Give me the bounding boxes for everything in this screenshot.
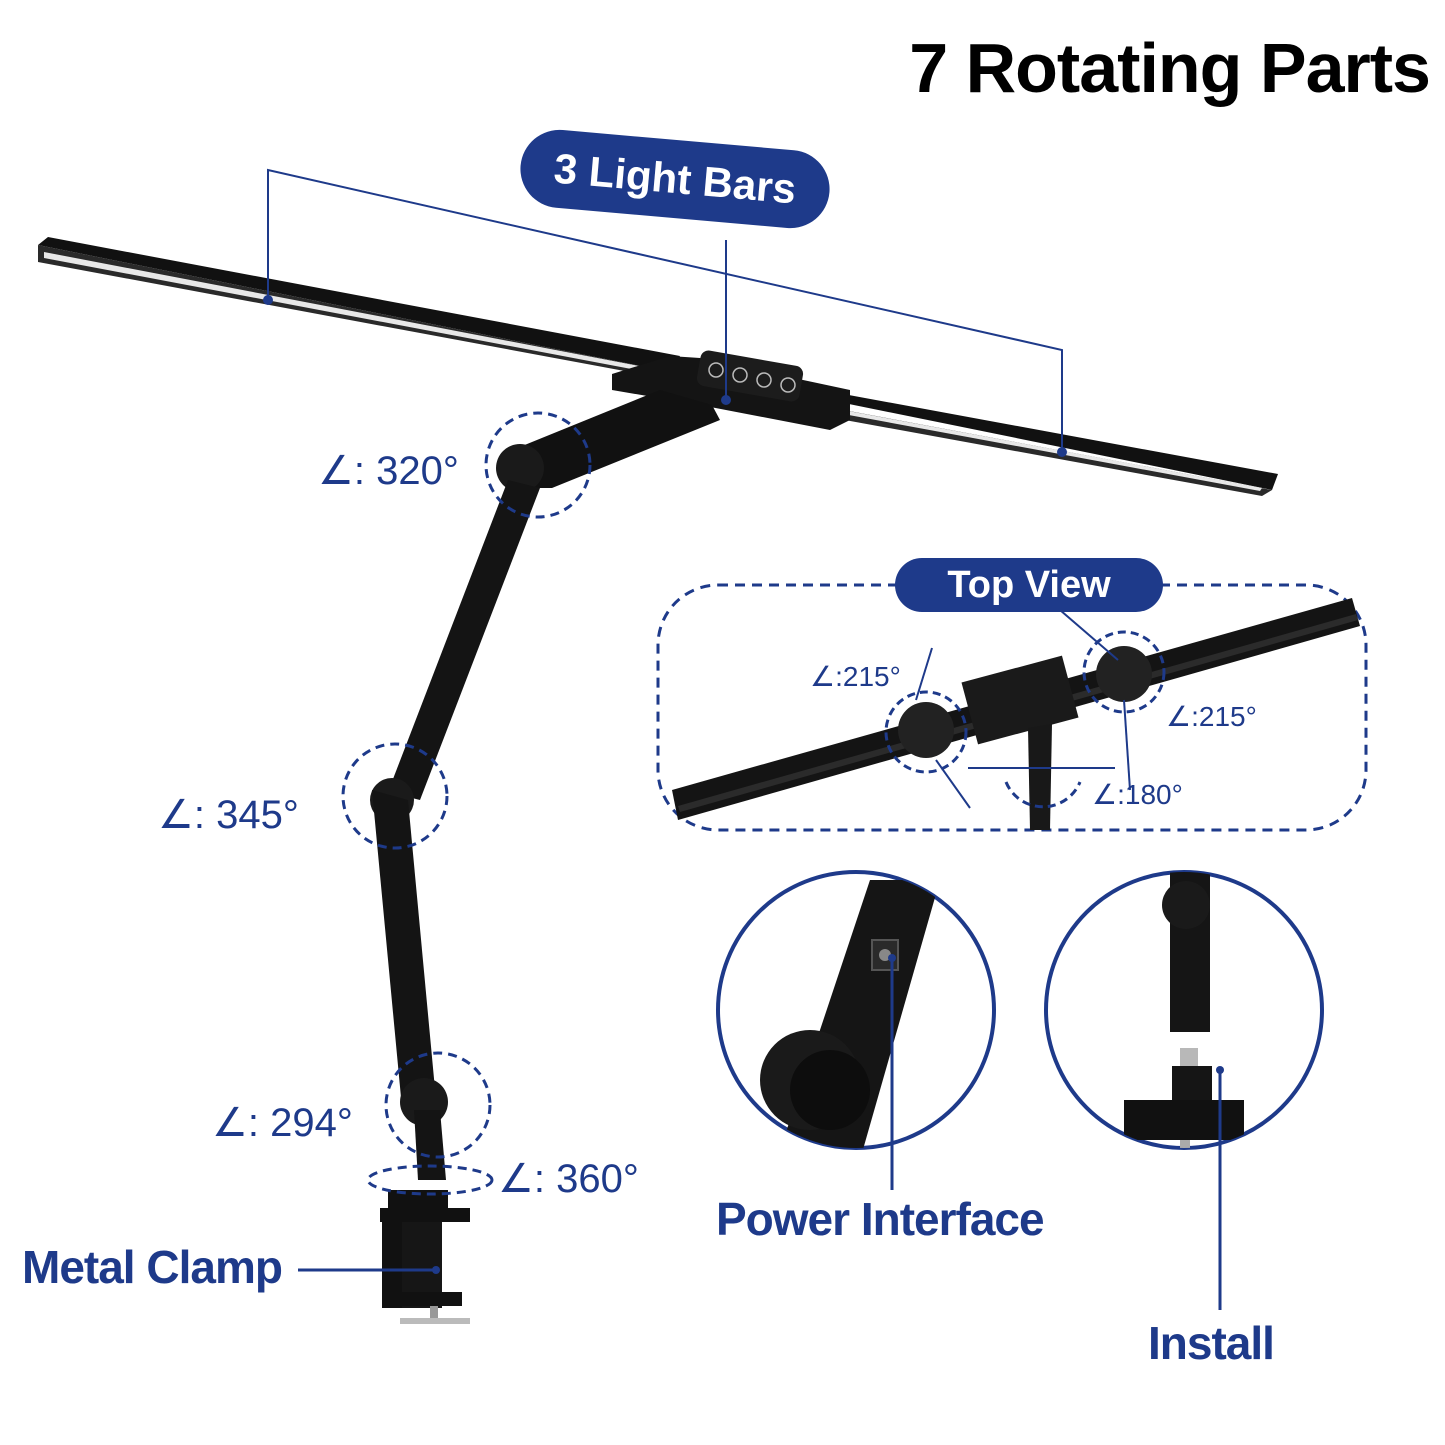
metal-clamp-label: Metal Clamp <box>22 1241 283 1293</box>
angle-label-base-swivel: ∠: 360° <box>498 1157 639 1201</box>
light-bar-left <box>38 237 680 378</box>
metal-clamp <box>380 1190 470 1324</box>
light-bar-right <box>790 386 1278 496</box>
auto-icon <box>780 377 796 393</box>
angle-label-top-left: ∠:215° <box>810 661 901 692</box>
angle-label-top-right: ∠:215° <box>1166 701 1257 732</box>
brightness-icon <box>756 372 772 388</box>
power-interface-label: Power Interface <box>716 1193 1045 1245</box>
control-head <box>612 350 850 430</box>
top-view-panel <box>656 583 1368 832</box>
mode-icon <box>732 367 748 383</box>
page-title: 7 Rotating Parts <box>909 29 1431 107</box>
light-bars-callout <box>263 168 1067 457</box>
control-buttons <box>708 362 796 393</box>
top-view-badge: Top View <box>895 558 1163 612</box>
upper-arm <box>388 390 720 800</box>
angle-label-joint-low: ∠: 294° <box>212 1101 353 1145</box>
lower-arm <box>370 778 448 1180</box>
power-interface-detail <box>716 870 996 1190</box>
angle-label-top-center: ∠:180° <box>1092 779 1183 810</box>
angle-label-joint-mid: ∠: 345° <box>158 793 299 837</box>
install-label: Install <box>1148 1317 1275 1369</box>
install-detail <box>1044 870 1324 1310</box>
rotation-indicators <box>341 411 592 1196</box>
power-icon <box>708 362 724 378</box>
angle-label-joint-top: ∠: 320° <box>318 449 459 493</box>
